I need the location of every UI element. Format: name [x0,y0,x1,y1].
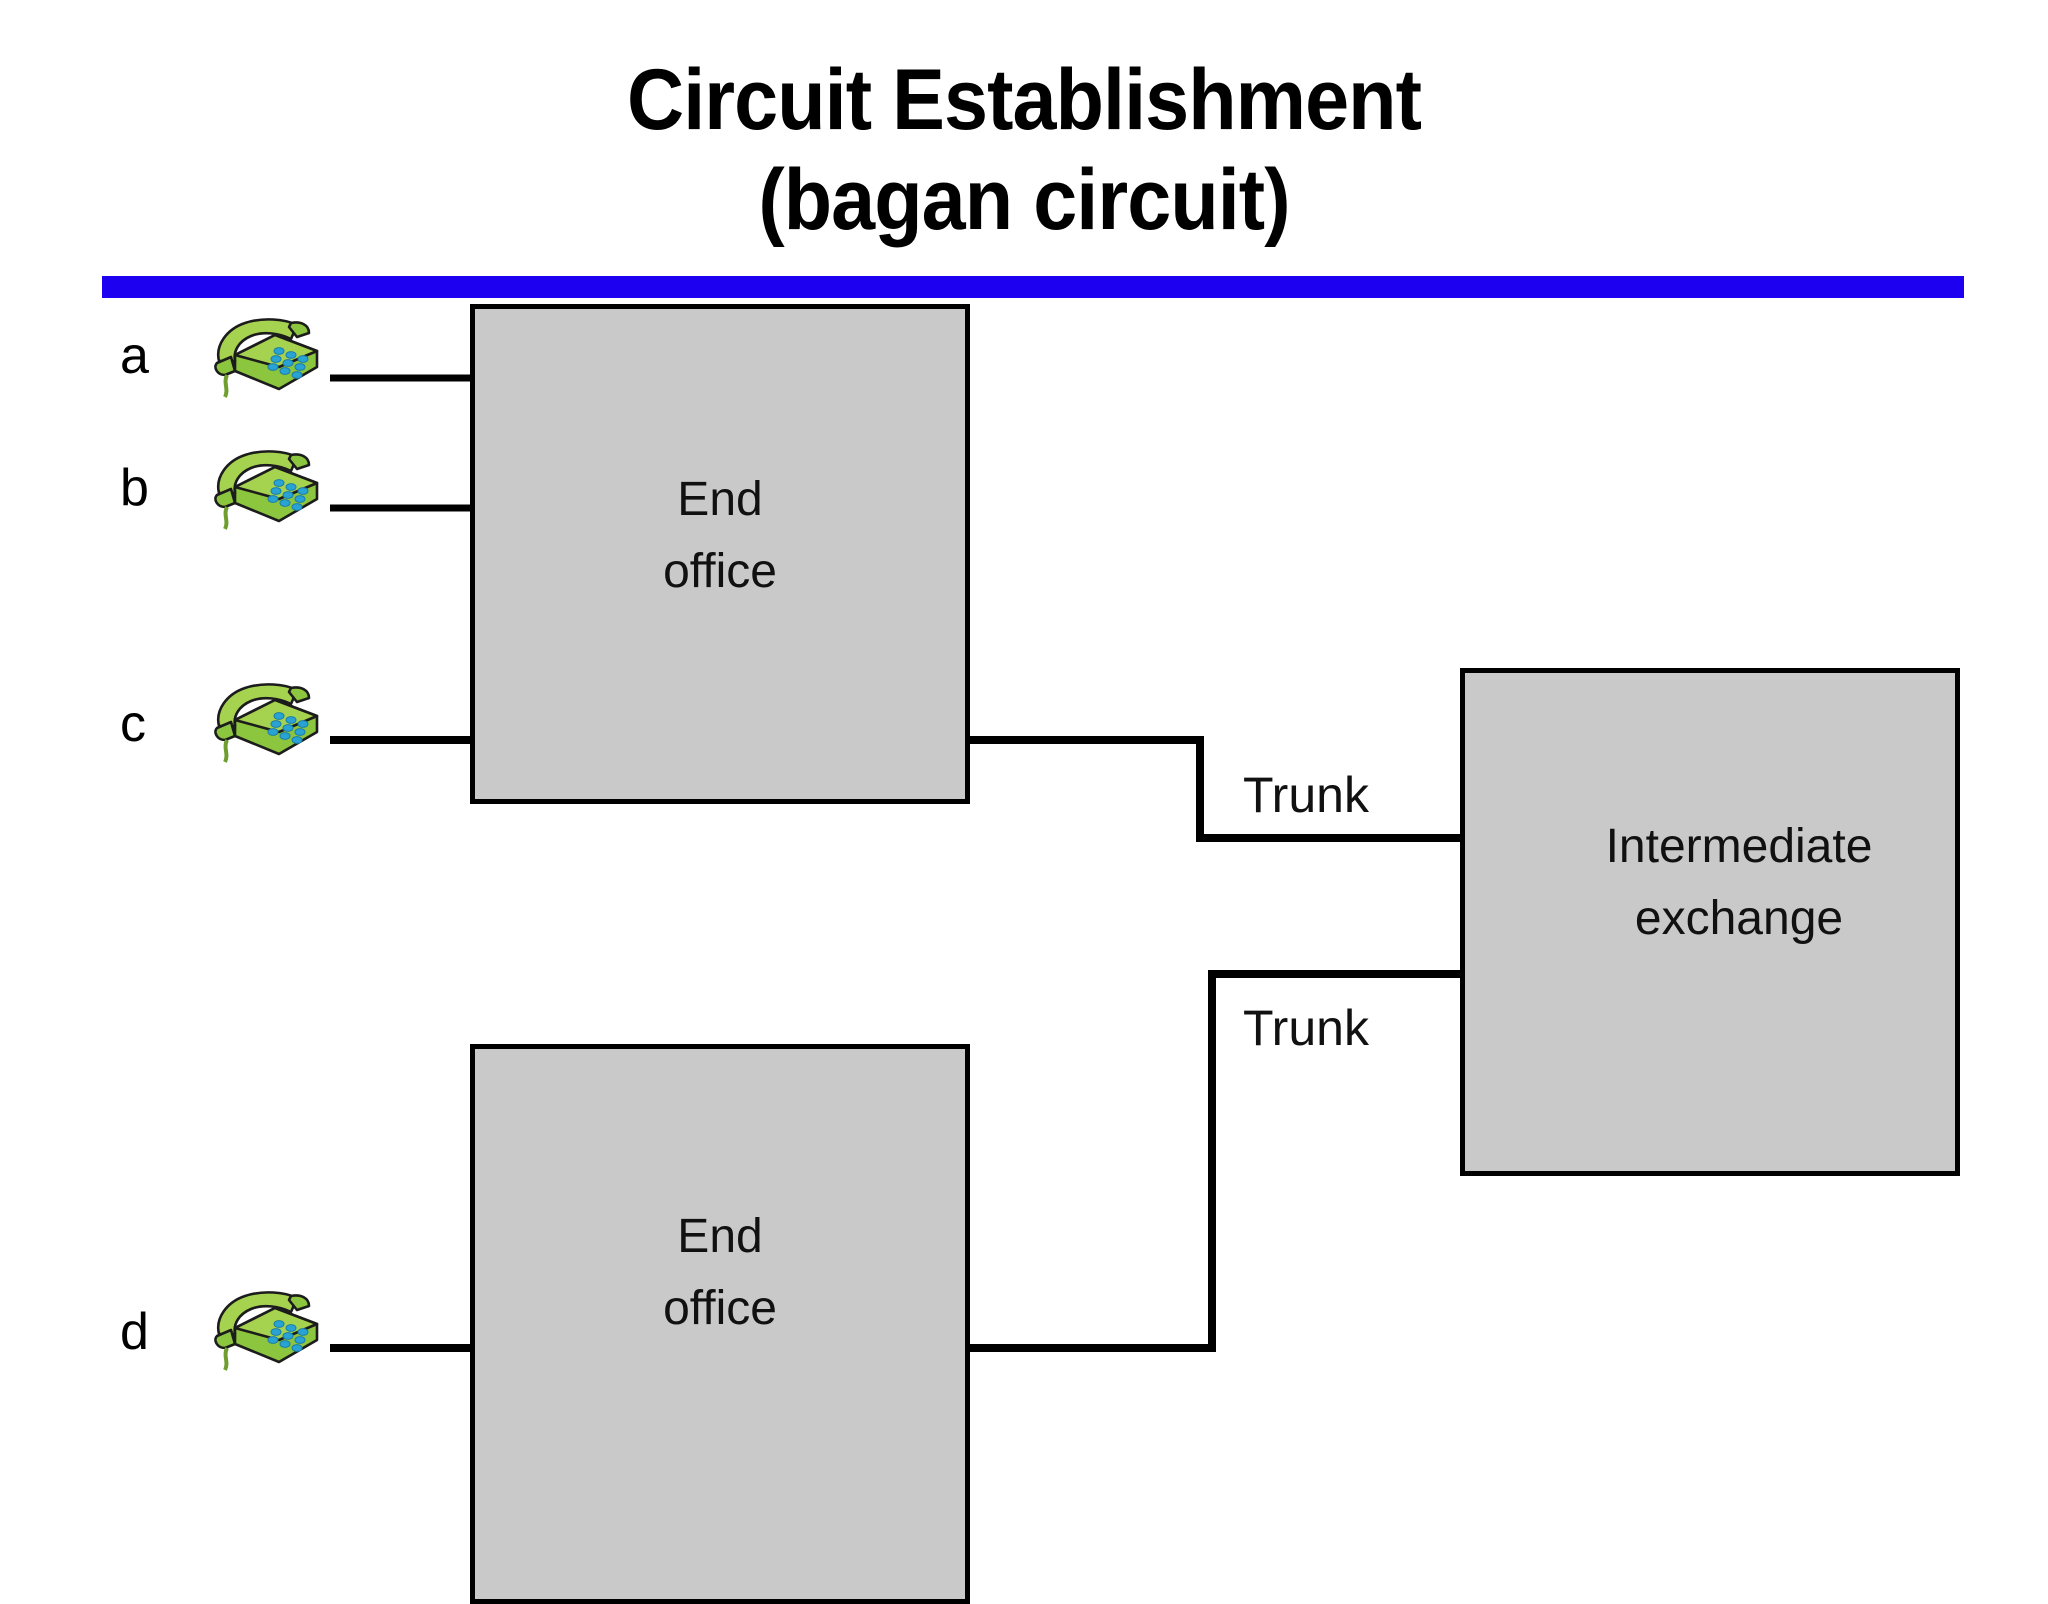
node-intermediate-exchange[interactable]: Intermediate exchange [1460,668,1960,1176]
telephone-icon[interactable] [205,670,323,766]
node-end-office-bottom[interactable]: End office [470,1044,970,1604]
subscriber-label-c: c [120,695,146,753]
subscriber-label-d: d [120,1303,149,1361]
title-line-1: Circuit Establishment [626,52,1422,148]
trunk-upper-wire [968,736,1460,842]
intermediate-exchange-label-line1: Intermediate [1605,820,1873,873]
slide-title: Circuit Establishment (bagan circuit) [0,50,2048,250]
subscriber-label-a: a [120,327,149,385]
end-office-bottom-label-line2: office [663,1282,777,1335]
title-line-2: (bagan circuit) [758,152,1290,248]
end-office-top-label-line2: office [663,545,777,598]
end-office-bottom-label-line1: End [677,1210,763,1263]
telephone-icon[interactable] [205,437,323,533]
telephone-icon[interactable] [205,1278,323,1374]
subscriber-label-b: b [120,459,149,517]
trunk-lower-wire [968,970,1460,1352]
trunk-upper-label: Trunk [1243,767,1369,823]
slide-canvas: Circuit Establishment (bagan circuit) En… [0,50,2048,1604]
node-end-office-top[interactable]: End office [470,304,970,804]
trunk-lower-label: Trunk [1243,1000,1369,1056]
title-divider-rule [102,276,1964,298]
telephone-icon[interactable] [205,305,323,401]
intermediate-exchange-label-line2: exchange [1634,892,1844,945]
end-office-top-label-line1: End [677,473,763,526]
